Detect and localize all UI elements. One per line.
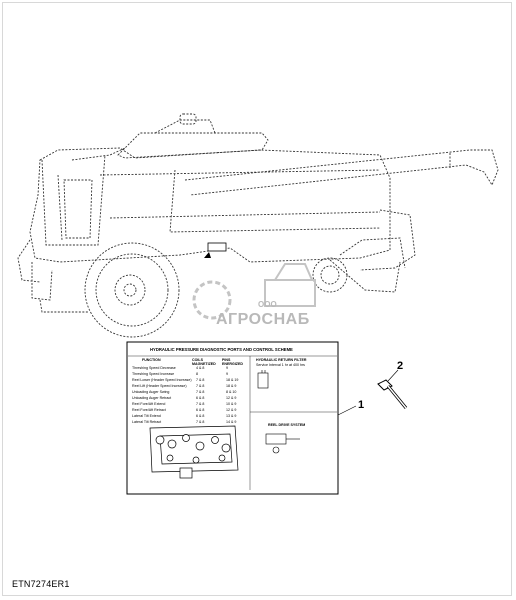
table-row-c: 6 & 8 bbox=[196, 414, 205, 418]
decal-col-function: FUNCTION bbox=[142, 358, 161, 362]
decal-filter-note: Service Interval 1 hr at 400 hrs bbox=[256, 363, 305, 367]
table-row-c: 6 & 8 bbox=[196, 396, 205, 400]
table-row-f: Unloading Auger Swing bbox=[132, 390, 170, 394]
table-row-f: Reel Fore/Aft Extend bbox=[132, 402, 166, 406]
callout-1: 1 bbox=[358, 399, 365, 411]
table-row-p: 12 & 9 bbox=[226, 408, 237, 412]
table-row-f: Unloading Auger Retract bbox=[132, 396, 172, 400]
page-border bbox=[2, 2, 512, 596]
table-row-f: Reel Lift (Header Speed Increase) bbox=[132, 384, 187, 388]
table-row-c: 8 bbox=[196, 372, 198, 376]
table-row-c: 7 & 8 bbox=[196, 390, 205, 394]
watermark-text: АГРОСНАБ bbox=[216, 311, 310, 328]
decal-col-coils: COILS MAGNETIZED bbox=[192, 358, 216, 366]
decal-title: HYDRAULIC PRESSURE DIAGNOSTIC PORTS AND … bbox=[150, 347, 293, 352]
table-row-c: 4 & 8 bbox=[196, 366, 205, 370]
table-row-c: 7 & 8 bbox=[196, 420, 205, 424]
table-row-p: 8 & 10 bbox=[226, 390, 237, 394]
table-row-f: Reel Fore/Aft Retract bbox=[132, 408, 166, 412]
table-row-f: Lateral Tilt Retract bbox=[132, 420, 162, 424]
table-row-c: 7 & 8 bbox=[196, 402, 205, 406]
table-row-c: 7 & 8 bbox=[196, 384, 205, 388]
table-row-p: 9 bbox=[226, 372, 228, 376]
table-row-p: 12 & 9 bbox=[226, 396, 237, 400]
decal-reel-title: REEL DRIVE SYSTEM bbox=[268, 423, 306, 427]
decal-col-pins: PINS ENERGIZED bbox=[222, 358, 243, 366]
table-row-f: Threshing Speed Decrease bbox=[132, 366, 176, 370]
valve-block-graphic bbox=[149, 425, 239, 479]
callout-2: 2 bbox=[397, 360, 404, 372]
table-row-f: Reel Lower (Header Speed Increase) bbox=[132, 378, 192, 382]
leader-line-1 bbox=[337, 405, 357, 416]
table-row-c: 6 & 8 bbox=[196, 408, 205, 412]
table-row-f: Lateral Tilt Extend bbox=[132, 414, 161, 418]
table-row-p: 13 & 9 bbox=[226, 414, 237, 418]
table-row-p: 18 & 19 bbox=[226, 378, 239, 382]
table-row-f: Threshing Speed Increase bbox=[132, 372, 175, 376]
bolt-part bbox=[377, 379, 408, 409]
table-row-p: 9 bbox=[226, 366, 228, 370]
table-row-p: 14 & 9 bbox=[226, 420, 237, 424]
decal-filter-title: HYDRAULIC RETURN FILTER bbox=[256, 358, 307, 362]
leader-line-2 bbox=[387, 369, 399, 382]
watermark-prefix: ООО bbox=[258, 300, 277, 309]
decal-location-marker bbox=[207, 242, 227, 252]
table-row-p: 18 & 9 bbox=[226, 384, 237, 388]
table-row-p: 10 & 9 bbox=[226, 402, 237, 406]
table-row-c: 7 & 8 bbox=[196, 378, 205, 382]
watermark-logo-icon bbox=[192, 263, 316, 320]
figure-id: ETN7274ER1 bbox=[12, 579, 70, 589]
